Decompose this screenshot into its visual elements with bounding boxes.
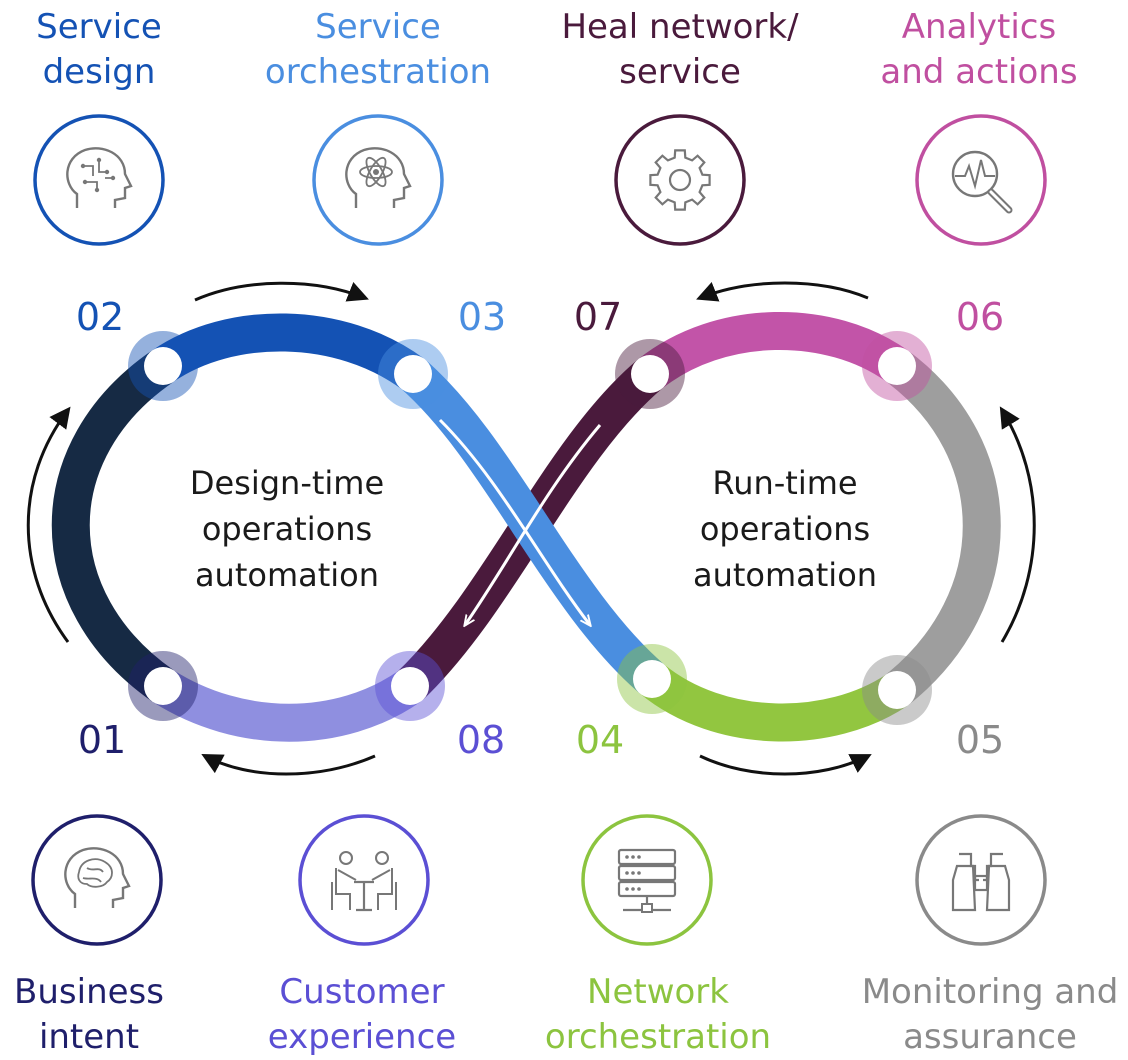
step-03-label-line-2: orchestration (264, 52, 492, 92)
step-01-label: Business intent (14, 970, 164, 1060)
step-07-label-line-2: service (619, 52, 741, 92)
step-08-node (391, 667, 429, 705)
step-08-label: Customer experience (268, 970, 456, 1060)
infinity-segments (51, 311, 1001, 742)
step-04-label-line-2: orchestration (544, 1017, 772, 1057)
run-time-label: Run-time operations automation (693, 460, 877, 598)
step-05-number: 05 (955, 718, 1005, 762)
design-time-line-2: operations (201, 510, 373, 548)
step-06-number: 06 (955, 295, 1005, 339)
step-08-label-line-1: Customer (279, 972, 445, 1012)
step-03-node (394, 355, 432, 393)
step-04-node (633, 660, 671, 698)
segment-02-03 (152, 313, 425, 390)
step-04-label-line-1: Network (587, 972, 729, 1012)
step-05-label-line-2: assurance (903, 1017, 1077, 1057)
step-02-number: 02 (75, 295, 125, 339)
brain-head-icon (31, 814, 163, 946)
step-06-label-line-2: and actions (880, 52, 1078, 92)
server-rack-icon (581, 814, 713, 946)
gear-icon (614, 114, 746, 246)
binoculars-icon (915, 814, 1047, 946)
arrow-left (26, 406, 71, 643)
arrow-bottom-right (699, 754, 872, 776)
arrow-top-left (194, 281, 369, 302)
circuit-head-icon (33, 114, 165, 246)
step-07-node (631, 355, 669, 393)
step-icons (31, 114, 1047, 946)
step-nodes (128, 331, 932, 725)
step-01-number: 01 (77, 718, 127, 762)
step-03-label: Service orchestration (265, 5, 491, 95)
run-time-line-3: automation (692, 556, 878, 594)
step-07-label-line-1: Heal network/ (561, 7, 799, 47)
step-06-icon-ring (915, 114, 1047, 246)
step-01-node (144, 667, 182, 705)
segment-05-06 (884, 350, 1001, 705)
atom-head-icon (312, 114, 444, 246)
step-05-label-line-1: Monitoring and (861, 972, 1119, 1012)
step-08-icon-ring (298, 814, 430, 946)
step-05-node (878, 671, 916, 709)
arrow-top-right (696, 281, 869, 302)
step-02-label-line-2: design (42, 52, 156, 92)
step-03-label-line-1: Service (315, 7, 441, 47)
step-08-number: 08 (456, 718, 506, 762)
segment-04-05 (639, 663, 908, 742)
direction-arrows (26, 281, 1036, 776)
flow-arrow-07-08 (465, 424, 602, 625)
step-01-label-line-1: Business (14, 972, 164, 1012)
segment-08-01 (152, 669, 421, 742)
step-08-label-line-2: experience (267, 1017, 457, 1057)
step-05-icon-ring (915, 814, 1047, 946)
step-06-label-line-1: Analytics (901, 7, 1057, 47)
meeting-table-icon (298, 814, 430, 946)
step-06-node (878, 347, 916, 385)
step-02-node (144, 347, 182, 385)
segment-06-07 (638, 311, 909, 390)
step-02-label: Service design (36, 5, 162, 95)
step-04-label: Network orchestration (545, 970, 771, 1060)
design-time-label: Design-time operations automation (190, 460, 384, 598)
step-07-number: 07 (573, 295, 623, 339)
step-01-label-line-2: intent (38, 1017, 140, 1057)
step-04-number: 04 (575, 718, 625, 762)
design-time-line-3: automation (194, 556, 380, 594)
design-time-line-1: Design-time (189, 464, 385, 502)
step-02-label-line-1: Service (36, 7, 162, 47)
flow-arrow-03-04 (438, 418, 590, 625)
step-03-number: 03 (457, 295, 507, 339)
step-07-label: Heal network/service (561, 5, 798, 95)
segment-01-02 (51, 350, 175, 702)
arrow-bottom-left (201, 754, 376, 776)
step-07-icon-ring (614, 114, 746, 246)
step-05-label: Monitoring and assurance (862, 970, 1119, 1060)
segment-03-04 (400, 359, 665, 694)
step-06-label: Analytics and actions (880, 5, 1077, 95)
arrow-right (999, 406, 1036, 643)
run-time-line-2: operations (699, 510, 871, 548)
step-02-icon-ring (33, 114, 165, 246)
run-time-line-1: Run-time (712, 464, 858, 502)
analytics-magnifier-icon (915, 114, 1047, 246)
